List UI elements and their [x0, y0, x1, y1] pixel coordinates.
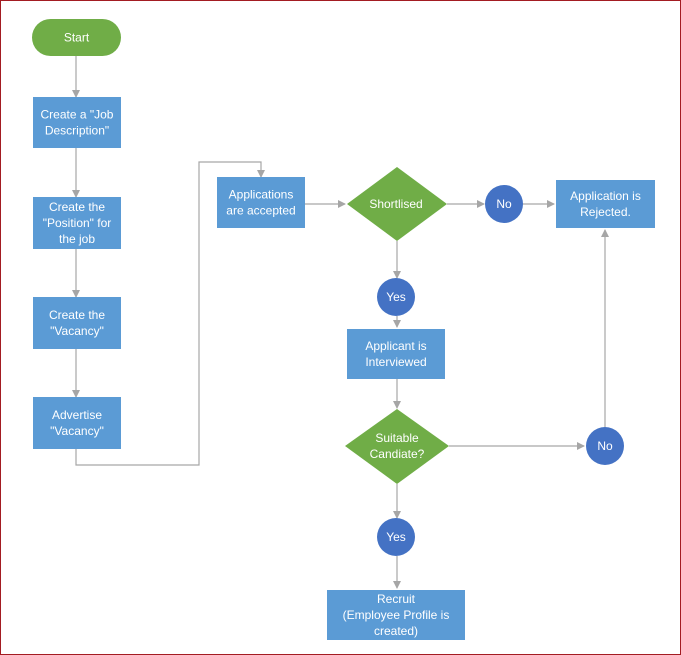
edge-advertise-to-applications — [75, 161, 265, 466]
node-yes-shortlist: Yes — [377, 278, 415, 316]
position-process-shape — [33, 197, 121, 249]
yes-shortlist-label-line: Yes — [386, 290, 406, 304]
position-label-line: Create the — [49, 200, 105, 214]
node-advertise: Advertise "Vacancy" — [33, 397, 121, 449]
node-shortlisted: Shortlised — [347, 167, 447, 241]
start-label-line: Start — [64, 31, 90, 45]
position-label: Create the "Position" for the job — [43, 200, 112, 246]
recruit-label-line: created) — [374, 624, 418, 638]
node-rejected: Application is Rejected. — [556, 180, 655, 228]
rejected-process-shape — [556, 180, 655, 228]
job-description-process-shape — [33, 97, 121, 148]
suitable-label-line: Candiate? — [370, 447, 425, 461]
advertise-label-line: Advertise — [52, 408, 102, 422]
suitable-label-line: Suitable — [375, 431, 419, 445]
node-yes-suitable: Yes — [377, 518, 415, 556]
node-interviewed: Applicant is Interviewed — [347, 329, 445, 379]
interviewed-label-line: Applicant is — [365, 339, 426, 353]
edges — [72, 56, 609, 589]
recruit-label-line: Recruit — [377, 592, 416, 606]
no-shortlist-label-line: No — [496, 197, 512, 211]
node-applications: Applications are accepted — [217, 177, 305, 228]
job-description-label-line: Description" — [45, 124, 109, 138]
rejected-label-line: Application is — [570, 189, 641, 203]
applications-process-shape — [217, 177, 305, 228]
node-start: Start — [32, 19, 121, 56]
no-suitable-label: No — [597, 439, 613, 453]
shortlisted-label: Shortlised — [369, 197, 422, 211]
rejected-label-line: Rejected. — [580, 205, 631, 219]
interviewed-label-line: Interviewed — [365, 355, 426, 369]
applications-label: Applications are accepted — [226, 188, 295, 218]
no-suitable-label-line: No — [597, 439, 613, 453]
advertise-label: Advertise "Vacancy" — [50, 408, 104, 438]
start-label: Start — [64, 31, 90, 45]
vacancy-label-line: "Vacancy" — [50, 324, 104, 338]
node-position: Create the "Position" for the job — [33, 197, 121, 249]
recruit-process-shape — [327, 590, 465, 640]
yes-suitable-label-line: Yes — [386, 530, 406, 544]
recruit-label-line: (Employee Profile is — [343, 608, 450, 622]
yes-shortlist-label: Yes — [386, 290, 406, 304]
advertise-process-shape — [33, 397, 121, 449]
vacancy-process-shape — [33, 297, 121, 349]
vacancy-label: Create the "Vacancy" — [49, 308, 105, 338]
no-shortlist-connector-shape — [485, 185, 523, 223]
vacancy-label-line: Create the — [49, 308, 105, 322]
interviewed-process-shape — [347, 329, 445, 379]
node-no-suitable: No — [586, 427, 624, 465]
no-shortlist-label: No — [496, 197, 512, 211]
yes-suitable-label: Yes — [386, 530, 406, 544]
yes-shortlist-connector-shape — [377, 278, 415, 316]
shortlisted-label-line: Shortlised — [369, 197, 422, 211]
start-terminal-shape — [32, 19, 121, 56]
no-suitable-connector-shape — [586, 427, 624, 465]
position-label-line: "Position" for — [43, 216, 112, 230]
recruit-label: Recruit (Employee Profile is created) — [343, 592, 450, 638]
job-description-label-line: Create a "Job — [41, 108, 114, 122]
rejected-label: Application is Rejected. — [570, 189, 641, 219]
shortlisted-decision-shape — [347, 167, 447, 241]
interviewed-label: Applicant is Interviewed — [365, 339, 426, 369]
node-vacancy: Create the "Vacancy" — [33, 297, 121, 349]
applications-label-line: Applications — [229, 188, 294, 202]
node-recruit: Recruit (Employee Profile is created) — [327, 590, 465, 640]
advertise-label-line: "Vacancy" — [50, 424, 104, 438]
yes-suitable-connector-shape — [377, 518, 415, 556]
node-no-shortlist: No — [485, 185, 523, 223]
position-label-line: the job — [59, 232, 95, 246]
suitable-decision-shape — [345, 409, 449, 484]
applications-label-line: are accepted — [226, 204, 295, 218]
